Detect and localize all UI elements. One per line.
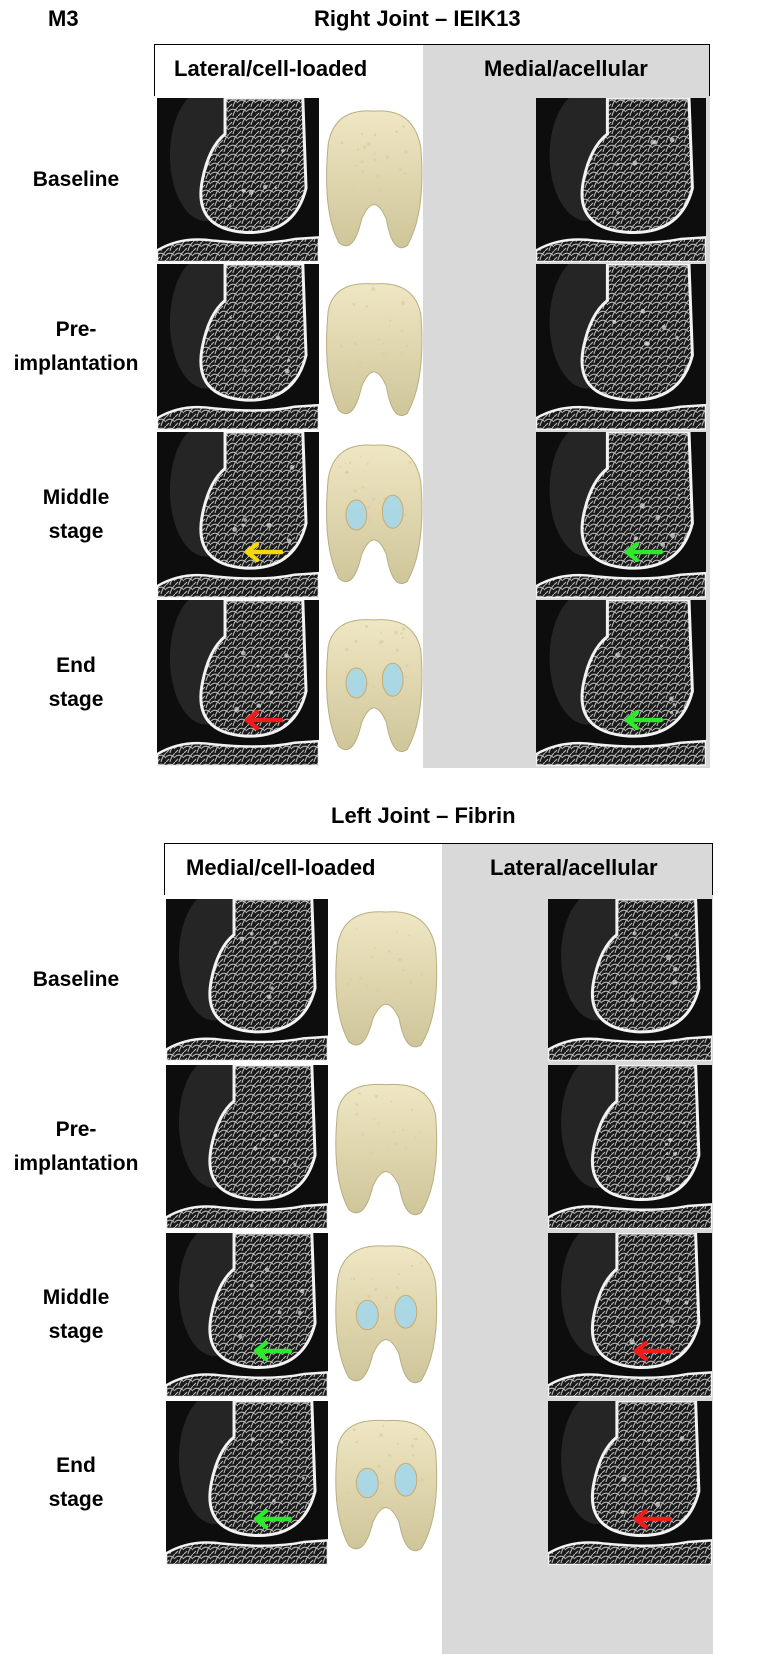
row-label: Middle stage (0, 1281, 152, 1349)
cell-loaded-ct-image-s2r1 (166, 899, 328, 1061)
row-label: Pre-implantation (0, 313, 152, 381)
right-red-arrow-icon (630, 1509, 672, 1530)
acellular-ct-image-s2r2 (548, 1065, 712, 1229)
femur-3d-render-s1r1 (322, 98, 426, 262)
femur-3d-render-s1r4 (322, 600, 426, 766)
left-green-arrow-icon (250, 1509, 293, 1530)
section-title: Left Joint – Fibrin (331, 803, 516, 828)
row-label-line: implantation (13, 352, 139, 375)
row-label-line: stage (48, 688, 104, 711)
acellular-ct-image-s2r4 (548, 1401, 712, 1565)
femur-3d-render-s1r2 (322, 264, 426, 430)
acellular-ct-image-s2r1 (548, 899, 712, 1061)
section-title: Right Joint – IEIK13 (314, 6, 521, 31)
acellular-header: Lateral/acellular (490, 855, 658, 880)
right-red-arrow-icon (630, 1341, 672, 1362)
femur-3d-render-s2r1 (331, 899, 441, 1061)
right-green-arrow-icon (621, 541, 663, 562)
acellular-header: Medial/acellular (484, 56, 648, 81)
row-label-line: Pre- (55, 1118, 97, 1141)
row-label: Pre-implantation (0, 1113, 152, 1181)
femur-3d-render-s2r3 (331, 1233, 441, 1397)
cell-loaded-ct-image-s1r3 (157, 432, 319, 598)
row-label: End stage (0, 649, 152, 717)
row-label-line: End (56, 654, 96, 677)
row-label-line: implantation (13, 1152, 139, 1175)
cell-loaded-header: Lateral/cell-loaded (174, 56, 368, 81)
left-green-arrow-icon (250, 1341, 293, 1362)
row-label-line: End (56, 1454, 96, 1477)
acellular-ct-image-s1r3 (536, 432, 706, 598)
row-label-line: Middle (42, 486, 110, 509)
row-label-line: Middle (42, 1286, 110, 1309)
cell-loaded-ct-image-s2r4 (166, 1401, 328, 1565)
acellular-ct-image-s2r3 (548, 1233, 712, 1397)
cell-loaded-ct-image-s1r1 (157, 98, 319, 262)
acellular-ct-image-s1r2 (536, 264, 706, 430)
femur-3d-render-s1r3 (322, 432, 426, 598)
header-frame (164, 843, 713, 895)
row-label-line: Baseline (32, 168, 120, 191)
row-label-line: stage (48, 1320, 104, 1343)
left-yellow-arrow-icon (241, 541, 284, 562)
cell-loaded-ct-image-s1r2 (157, 264, 319, 430)
row-label-line: stage (48, 1488, 104, 1511)
row-label-line: Pre- (55, 318, 97, 341)
cell-loaded-ct-image-s2r2 (166, 1065, 328, 1229)
femur-3d-render-s2r2 (331, 1065, 441, 1229)
row-label: Middle stage (0, 481, 152, 549)
row-label-line: stage (48, 520, 104, 543)
cell-loaded-ct-image-s2r3 (166, 1233, 328, 1397)
acellular-ct-image-s1r4 (536, 600, 706, 766)
row-label-line: Baseline (32, 968, 120, 991)
acellular-ct-image-s1r1 (536, 98, 706, 262)
cell-loaded-header: Medial/cell-loaded (186, 855, 376, 880)
figure-label: M3 (48, 6, 79, 31)
femur-3d-render-s2r4 (331, 1401, 441, 1565)
row-label: End stage (0, 1449, 152, 1517)
row-label: Baseline (0, 163, 152, 197)
row-label: Baseline (0, 963, 152, 997)
right-green-arrow-icon (621, 709, 663, 730)
left-red-arrow-icon (241, 709, 284, 730)
cell-loaded-ct-image-s1r4 (157, 600, 319, 766)
header-frame (154, 44, 710, 96)
